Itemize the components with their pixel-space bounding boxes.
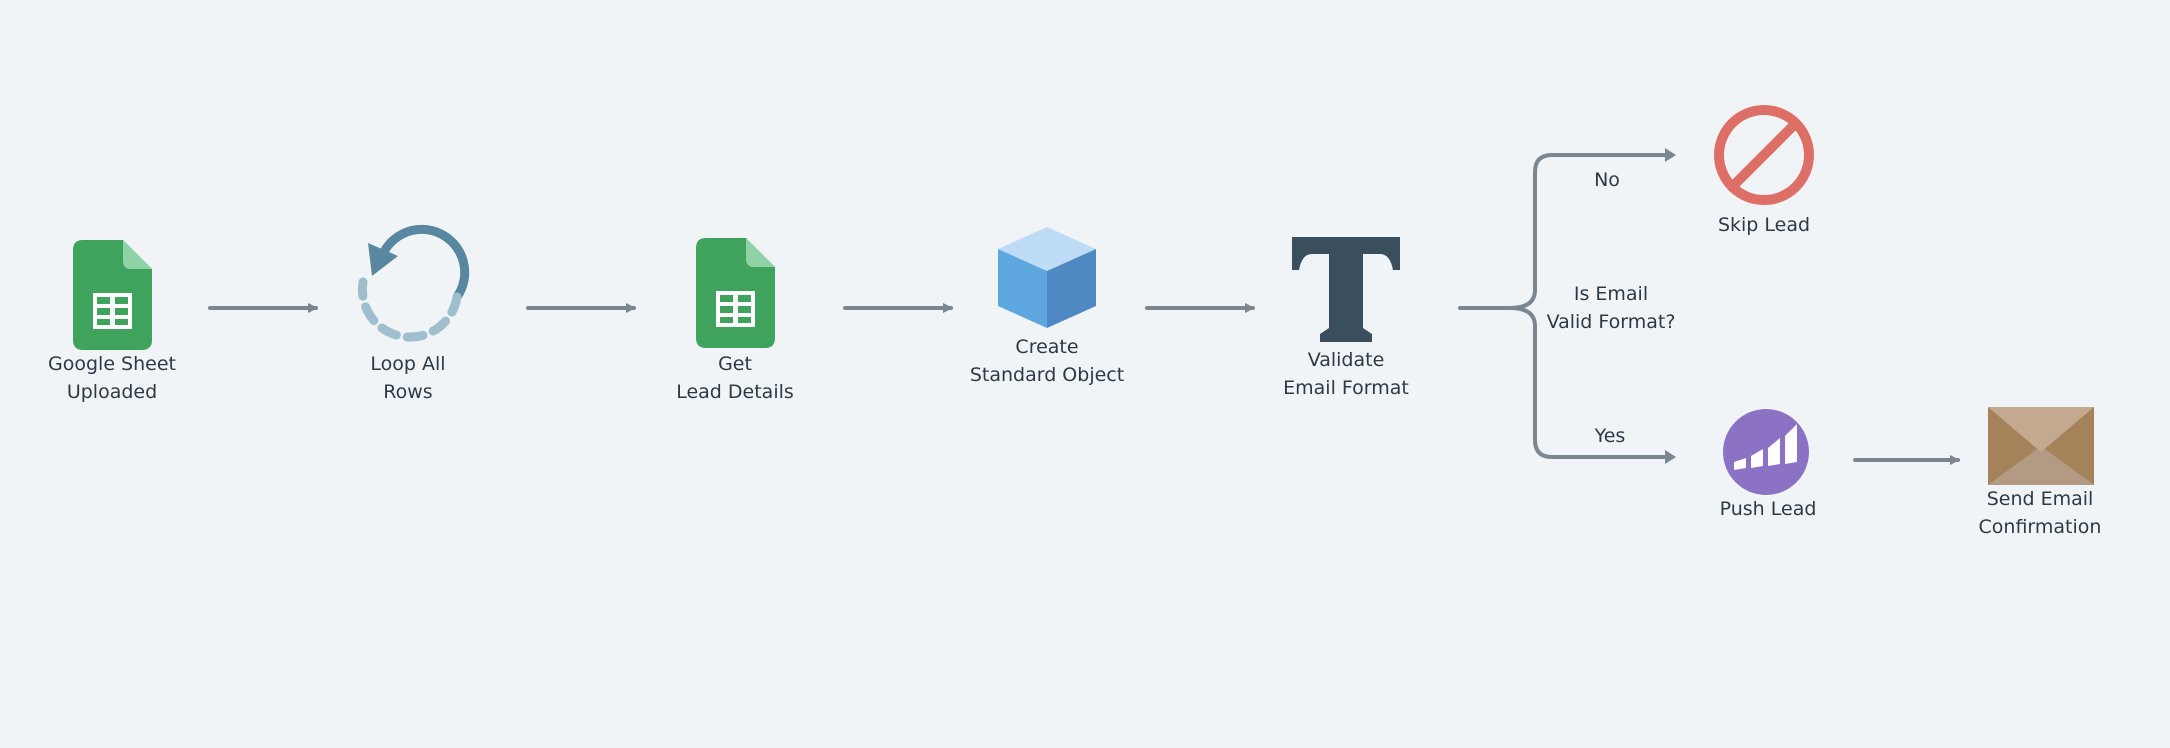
node-label-google-sheet: Google Sheet Uploaded — [48, 353, 176, 403]
node-label-skip-lead: Skip Lead — [1717, 214, 1811, 236]
branch-label-yes: Yes — [1594, 425, 1626, 447]
branch-label-no: No — [1594, 169, 1620, 191]
cube-icon[interactable] — [998, 227, 1096, 328]
connector-yes-arrowhead — [1665, 450, 1676, 464]
text-format-icon[interactable] — [1292, 237, 1400, 342]
node-label-create-object: Create Standard Object — [969, 336, 1125, 386]
connectors — [208, 148, 1960, 465]
connector-no-arrowhead — [1665, 148, 1676, 162]
node-label-validate-email: Validate Email Format — [1283, 349, 1409, 399]
google-sheets-icon[interactable] — [73, 240, 152, 350]
node-label-loop: Loop All Rows — [370, 353, 446, 403]
marketo-icon[interactable] — [1723, 409, 1809, 495]
node-label-push-lead: Push Lead — [1719, 498, 1817, 520]
envelope-icon[interactable] — [1988, 407, 2094, 485]
google-sheets-icon[interactable] — [696, 238, 775, 348]
loop-icon[interactable] — [357, 224, 470, 342]
node-label-get-lead: Get Lead Details — [676, 353, 794, 403]
node-label-send-email: Send Email Confirmation — [1978, 488, 2102, 538]
connector-decision-branch — [1458, 153, 1674, 459]
decision-question: Is Email Valid Format? — [1546, 283, 1676, 333]
prohibited-icon[interactable] — [1714, 105, 1814, 205]
